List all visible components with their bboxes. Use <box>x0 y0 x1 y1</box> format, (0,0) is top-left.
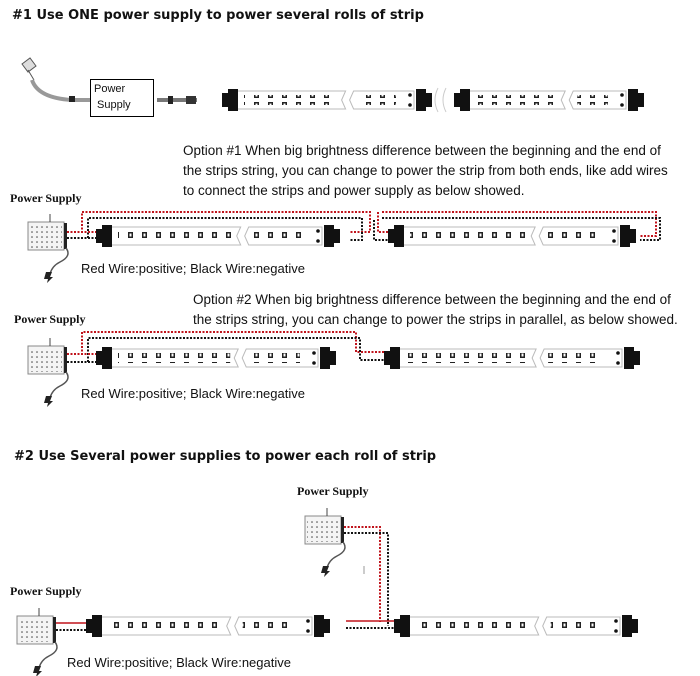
top-strip-2-leds-a <box>476 95 558 105</box>
option1-strip-2-pin-top <box>612 229 616 233</box>
option1-strip-2-connector-right <box>620 225 636 247</box>
option1-strip-1-connector-right <box>324 225 340 247</box>
option2-strip-2-pin-top <box>616 351 620 355</box>
section2-upper-power-supply-plug-icon <box>321 566 330 577</box>
section2-strip-2-leds-b <box>550 621 602 631</box>
option2-power-supply-terminal <box>64 347 67 373</box>
option2-power-supply-vents <box>30 348 62 372</box>
option1-red-return <box>382 211 657 237</box>
option1-power-supply-terminal <box>64 223 67 249</box>
option1-line2: the strips string, you can change to pow… <box>183 163 668 178</box>
section2-strip-2-pin-top <box>614 619 618 623</box>
section2-upper-power-supply-terminal <box>341 517 344 543</box>
option1-power-supply-plug-icon <box>44 272 53 283</box>
ac-cable-connector <box>69 96 75 102</box>
option1-strip-1-pin-top <box>316 229 320 233</box>
section2-wire-label: Red Wire:positive; Black Wire:negative <box>67 655 291 670</box>
option2-strip-1-connector-left <box>96 347 112 369</box>
section2-heading: #2 Use Several power supplies to power e… <box>14 449 437 464</box>
option2-strip-1-connector-right <box>320 347 336 369</box>
option2-power-supply-label: Power Supply <box>14 312 86 326</box>
option1-line1: Option #1 When big brightness difference… <box>183 143 661 158</box>
option2-strip-1-leds-b <box>250 353 300 363</box>
option2-strip-1-pin-bottom <box>312 361 316 365</box>
top-strip-2-pin-bottom <box>620 103 624 107</box>
section2-strip-1-leds-b <box>242 621 294 631</box>
option1-red-link <box>377 212 392 233</box>
option2-strip-1-leds-a <box>118 353 231 363</box>
option2-strip-2-leds-a <box>406 353 529 363</box>
top-strip-2-leds-b <box>577 95 608 105</box>
section2-lower-power-supply-cord <box>38 641 58 669</box>
dc-output-cable <box>157 98 197 102</box>
option1-power-supply-label: Power Supply <box>10 191 82 205</box>
option1-description: Option #1 When big brightness difference… <box>183 141 700 201</box>
section2-strip-1-leds-a <box>108 621 223 631</box>
dc-plug-1 <box>168 96 173 104</box>
section2-strip-1-pin-bottom <box>306 629 310 633</box>
power-supply-box: Power Supply <box>90 79 154 117</box>
top-strip-2-connector-left <box>454 89 470 111</box>
section2-strip-2-connector-left <box>394 615 410 637</box>
option2-strip-2-connector-right <box>624 347 640 369</box>
option2-description: Option #2 When big brightness difference… <box>193 290 700 330</box>
top-strip-1-pin-bottom <box>408 103 412 107</box>
top-strip-2-pin-top <box>620 93 624 97</box>
top-strip-1-pin-top <box>408 93 412 97</box>
option2-line2: the strips string, you can change to pow… <box>193 312 678 327</box>
power-supply-box-line1: Power <box>94 83 126 95</box>
top-strip-1-connector-left <box>222 89 238 111</box>
option2-strip-2-leds-b <box>548 353 604 363</box>
option1-strip-2-leds-b <box>547 231 600 241</box>
section2-upper-red-wire <box>344 526 381 622</box>
option1-strip-2-pin-bottom <box>612 239 616 243</box>
ac-cable <box>30 79 90 102</box>
top-strip-1-leds-b <box>357 95 396 105</box>
option1-strip-2-leds-a <box>410 231 528 241</box>
section2-strip-1-pin-top <box>306 619 310 623</box>
section2-strip-1-connector-left <box>86 615 102 637</box>
ac-plug-icon <box>21 57 37 81</box>
lower-power-supply-label: Power Supply <box>10 584 82 598</box>
section2-lower-power-supply-plug-icon <box>33 666 42 676</box>
top-strip-2-connector-right <box>628 89 644 111</box>
option2-line1: Option #2 When big brightness difference… <box>193 292 671 307</box>
section2-upper-power-supply-cord <box>326 541 346 569</box>
option1-power-supply-vents <box>30 224 62 248</box>
option1-strip-1-connector-left <box>96 225 112 247</box>
option1-black-link <box>373 220 392 241</box>
option1-strip-1-leds-a <box>118 231 233 241</box>
option1-black-return <box>382 217 661 241</box>
section2-lower-power-supply-vents <box>19 618 51 642</box>
option1-strip-1-pin-bottom <box>316 239 320 243</box>
dc-plug-2 <box>186 96 196 104</box>
top-strip-1-leds-a <box>244 95 338 105</box>
power-supply-box-line2: Supply <box>97 99 131 111</box>
section2-lower-power-supply-terminal <box>53 617 56 643</box>
option1-strip-1-leds-b <box>252 231 304 241</box>
section2-strip-1-connector-right <box>314 615 330 637</box>
option2-wire-label: Red Wire:positive; Black Wire:negative <box>81 386 305 401</box>
section2-upper-power-supply-vents <box>307 518 339 542</box>
strip-break-mark <box>434 87 447 113</box>
option2-strip-2-connector-left <box>384 347 400 369</box>
section2-strip-2-leds-a <box>416 621 531 631</box>
section2-strip-2-pin-bottom <box>614 629 618 633</box>
option1-line3: to connect the strips and power supply a… <box>183 183 525 198</box>
option2-power-supply-cord <box>49 371 69 399</box>
section2-upper-black-wire <box>344 532 389 626</box>
option2-strip-1-pin-top <box>312 351 316 355</box>
option2-power-supply-plug-icon <box>44 396 53 407</box>
top-strip-1-connector-right <box>416 89 432 111</box>
option1-strip-2-connector-left <box>388 225 404 247</box>
upper-power-supply-label: Power Supply <box>297 484 369 498</box>
option1-wire-label: Red Wire:positive; Black Wire:negative <box>81 261 305 276</box>
option1-power-supply-cord <box>49 247 69 275</box>
section1-heading: #1 Use ONE power supply to power several… <box>12 8 424 23</box>
option2-strip-2-pin-bottom <box>616 361 620 365</box>
section2-strip-2-connector-right <box>622 615 638 637</box>
